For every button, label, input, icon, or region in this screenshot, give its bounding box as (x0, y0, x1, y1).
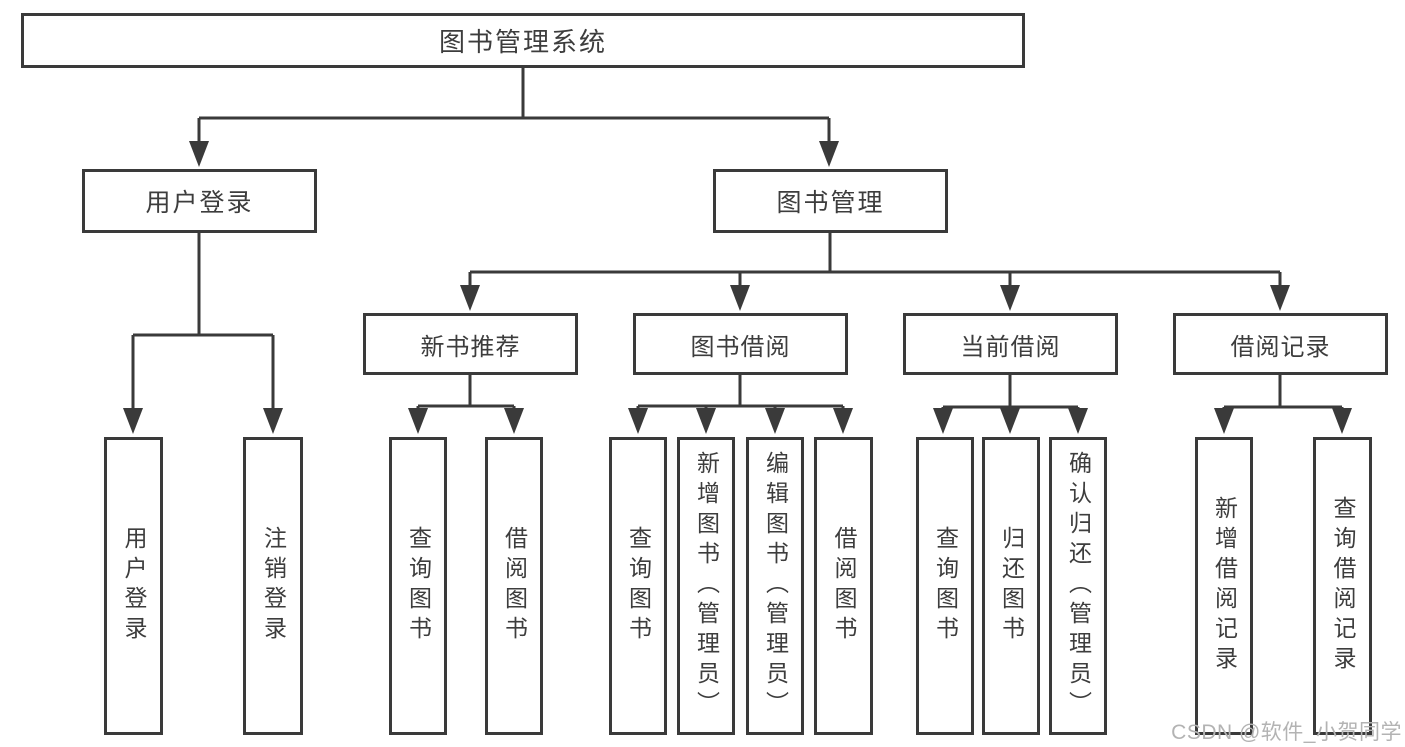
node-borrow-records: 借阅记录 (1173, 313, 1388, 375)
node-current-borrow: 当前借阅 (903, 313, 1118, 375)
leaf-query-borrow-record: 查询借阅记录 (1313, 437, 1372, 735)
leaf-edit-book-admin: 编辑图书（管理员） (746, 437, 804, 735)
leaf-logout: 注销登录 (243, 437, 303, 735)
node-system-root-label: 图书管理系统 (438, 27, 607, 57)
node-book-management: 图书管理 (713, 169, 948, 233)
leaf-query-borrow-record-label: 查询借阅记录 (1330, 496, 1356, 676)
leaf-borrow-query-book-label: 查询图书 (625, 526, 652, 646)
leaf-recommend-borrow-book: 借阅图书 (485, 437, 543, 735)
node-borrow-records-label: 借阅记录 (1230, 333, 1331, 361)
leaf-user-login: 用户登录 (104, 437, 163, 735)
leaf-recommend-query-book: 查询图书 (389, 437, 447, 735)
leaf-borrow-book-label: 借阅图书 (831, 526, 857, 646)
leaf-confirm-return-admin-label: 确认归还（管理员） (1065, 451, 1092, 721)
leaf-current-query-book-label: 查询图书 (932, 526, 959, 646)
leaf-edit-book-admin-label: 编辑图书（管理员） (762, 451, 789, 721)
node-user-login: 用户登录 (82, 169, 317, 233)
leaf-current-query-book: 查询图书 (916, 437, 974, 735)
leaf-add-book-admin-label: 新增图书（管理员） (693, 451, 720, 721)
leaf-return-book: 归还图书 (982, 437, 1040, 735)
leaf-add-book-admin: 新增图书（管理员） (677, 437, 735, 735)
node-new-book-recommend-label: 新书推荐 (420, 333, 521, 361)
node-book-borrow-label: 图书借阅 (690, 333, 791, 361)
node-new-book-recommend: 新书推荐 (363, 313, 578, 375)
watermark: CSDN @软件_小贺同学 (1171, 721, 1402, 744)
leaf-borrow-query-book: 查询图书 (609, 437, 667, 735)
leaf-logout-label: 注销登录 (260, 526, 287, 646)
node-user-login-label: 用户登录 (145, 189, 254, 217)
leaf-return-book-label: 归还图书 (998, 526, 1025, 646)
leaf-add-borrow-record-label: 新增借阅记录 (1211, 496, 1238, 676)
leaf-borrow-book: 借阅图书 (814, 437, 873, 735)
node-current-borrow-label: 当前借阅 (960, 333, 1061, 361)
leaf-confirm-return-admin: 确认归还（管理员） (1049, 437, 1107, 735)
node-book-management-label: 图书管理 (776, 189, 885, 217)
node-book-borrow: 图书借阅 (633, 313, 848, 375)
leaf-add-borrow-record: 新增借阅记录 (1195, 437, 1253, 735)
node-system-root: 图书管理系统 (21, 13, 1025, 68)
leaf-recommend-query-book-label: 查询图书 (405, 526, 432, 646)
leaf-user-login-label: 用户登录 (121, 526, 147, 646)
leaf-recommend-borrow-book-label: 借阅图书 (501, 526, 528, 646)
